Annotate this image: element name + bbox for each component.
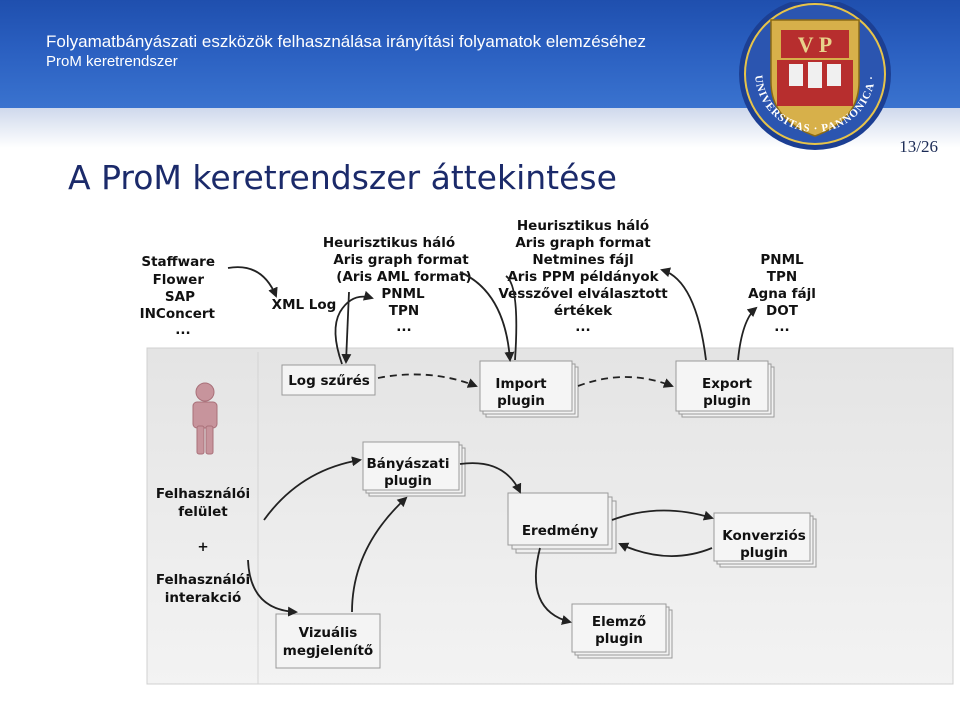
format-item: Agna fájl [748, 286, 816, 302]
arrow-mining-to-result [459, 462, 522, 494]
format-item: DOT [766, 303, 799, 319]
export-plugin-box: Export plugin [675, 360, 775, 418]
svg-text:Vizuális: Vizuális [299, 625, 358, 641]
ui-label-line: Felhasználói [156, 572, 250, 588]
arrow-formats-to-import [459, 271, 515, 362]
svg-text:Eredmény: Eredmény [522, 523, 599, 539]
ui-label-line: felület [178, 504, 228, 520]
format-item: Aris graph format [333, 252, 469, 268]
export-formats-list: PNML TPN Agna fájl DOT ... [748, 252, 816, 335]
result-box: Eredmény [507, 492, 617, 554]
university-seal-logo: V P UNIVERSITAS · PANNONICA · [739, 2, 891, 150]
format-item: Vesszővel elválasztott [498, 286, 668, 302]
source-system-item: ... [175, 322, 190, 338]
page-number: 13/26 [899, 137, 938, 156]
source-system-item: SAP [165, 289, 195, 305]
slide-title: A ProM keretrendszer áttekintése [68, 158, 617, 197]
source-system-item: INConcert [140, 306, 216, 322]
plus-sign: + [197, 539, 208, 555]
seal-letters: V P [798, 32, 832, 57]
svg-text:Konverziós: Konverziós [722, 528, 806, 544]
svg-text:plugin: plugin [384, 473, 432, 489]
arrow-user-to-mining [263, 456, 362, 521]
arrows [227, 266, 758, 625]
arrow-conversion-to-result [618, 542, 713, 557]
format-item: Aris PPM példányok [507, 269, 659, 285]
mining-plugin-box: Bányászati plugin [362, 441, 466, 497]
arrow-result-to-analysis [534, 547, 572, 625]
svg-text:plugin: plugin [595, 631, 643, 647]
ui-label-line: Felhasználói [156, 486, 250, 502]
presentation-title: Folyamatbányászati eszközök felhasználás… [46, 32, 647, 51]
import-formats-list: Heurisztikus háló Aris graph format (Ari… [323, 235, 472, 335]
format-item: Heurisztikus háló [517, 218, 649, 234]
format-item: PNML [381, 286, 425, 302]
dashed-arrow-logfilter-to-import [377, 373, 478, 388]
format-item: TPN [389, 303, 419, 319]
log-filter-box: Log szűrés [281, 364, 376, 396]
ui-label-line: interakció [165, 590, 242, 606]
svg-text:plugin: plugin [740, 545, 788, 561]
log-filter-label: Log szűrés [288, 373, 370, 389]
svg-text:Export: Export [702, 376, 753, 392]
arrow-export-to-formats2 [660, 267, 707, 361]
conversion-plugin-box: Konverziós plugin [713, 512, 817, 568]
arrow-visualizer-to-mining [351, 496, 408, 613]
format-item: értékek [554, 303, 613, 319]
user-interface-label: Felhasználói felület + Felhasználói inte… [156, 486, 250, 606]
user-figure-icon [192, 382, 218, 455]
presentation-subtitle: ProM keretrendszer [46, 53, 178, 70]
svg-text:Elemző: Elemző [592, 614, 646, 630]
arrow-result-to-conversion [611, 509, 714, 521]
arrow-user-to-visualizer [247, 559, 298, 617]
arrow-export-to-exportformats [737, 306, 758, 361]
import-plugin-box: Import plugin [479, 360, 579, 418]
arrow-format-to-logfilter [341, 291, 352, 364]
format-item: ... [575, 319, 590, 335]
import-formats2-list: Heurisztikus háló Aris graph format Netm… [498, 218, 668, 335]
xml-log-label: XML Log [272, 297, 337, 313]
visualizer-box: Vizuális megjelenítő [275, 613, 381, 669]
format-item: Netmines fájl [532, 252, 633, 268]
format-item: PNML [760, 252, 804, 268]
svg-text:plugin: plugin [497, 393, 545, 409]
dashed-arrows [377, 373, 674, 388]
dashed-arrow-import-to-export [577, 376, 674, 388]
svg-text:Bányászati: Bányászati [366, 456, 449, 472]
format-item: ... [396, 319, 411, 335]
analysis-plugin-box: Elemző plugin [571, 603, 673, 659]
arrow-systems-to-xmllog [227, 266, 278, 298]
arrow-logfilter-to-xmllog [334, 290, 374, 365]
svg-text:Import: Import [495, 376, 547, 392]
source-system-item: Staffware [141, 254, 215, 270]
format-item: Aris graph format [515, 235, 651, 251]
svg-text:plugin: plugin [703, 393, 751, 409]
source-system-item: Flower [153, 272, 205, 288]
source-systems-list: Staffware Flower SAP INConcert ... [140, 254, 216, 338]
format-item: ... [774, 319, 789, 335]
format-item: (Aris AML format) [336, 269, 471, 285]
format-item: Heurisztikus háló [323, 235, 455, 251]
arrow-formats2-to-import [505, 275, 518, 361]
svg-text:megjelenítő: megjelenítő [283, 643, 373, 659]
format-item: TPN [767, 269, 797, 285]
